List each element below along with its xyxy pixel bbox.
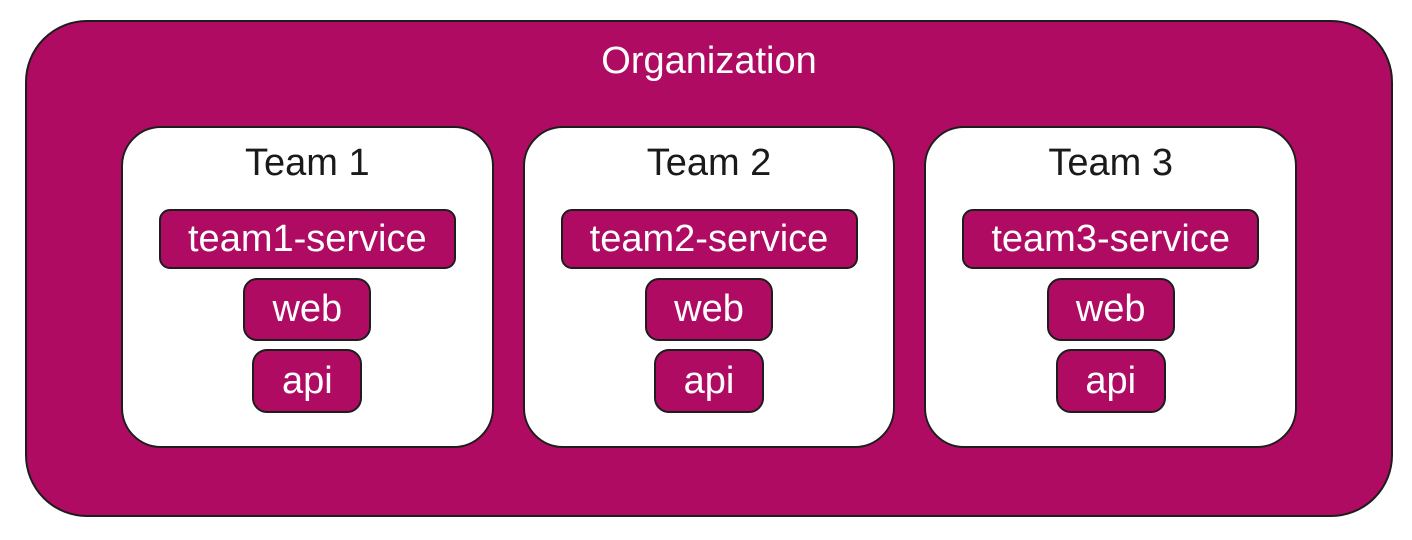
teams-row: Team 1 team1-service web api Team 2 team… [121, 126, 1298, 448]
web-node: web [1046, 278, 1175, 341]
web-node: web [243, 278, 372, 341]
team-box-3: Team 3 team3-service web api [924, 126, 1298, 448]
organization-title: Organization [601, 40, 817, 82]
team-title: Team 3 [1048, 142, 1173, 184]
web-node: web [645, 278, 773, 341]
service-node: team3-service [962, 209, 1260, 269]
team-box-1: Team 1 team1-service web api [121, 126, 494, 448]
service-node: team1-service [158, 209, 456, 269]
api-node: api [1055, 349, 1166, 413]
api-node: api [252, 349, 363, 413]
team-title: Team 1 [245, 142, 370, 184]
organization-container: Organization Team 1 team1-service web ap… [25, 20, 1393, 517]
team-title: Team 2 [646, 142, 772, 184]
api-node: api [654, 349, 764, 413]
team-box-2: Team 2 team2-service web api [522, 126, 896, 448]
service-node: team2-service [560, 209, 858, 269]
